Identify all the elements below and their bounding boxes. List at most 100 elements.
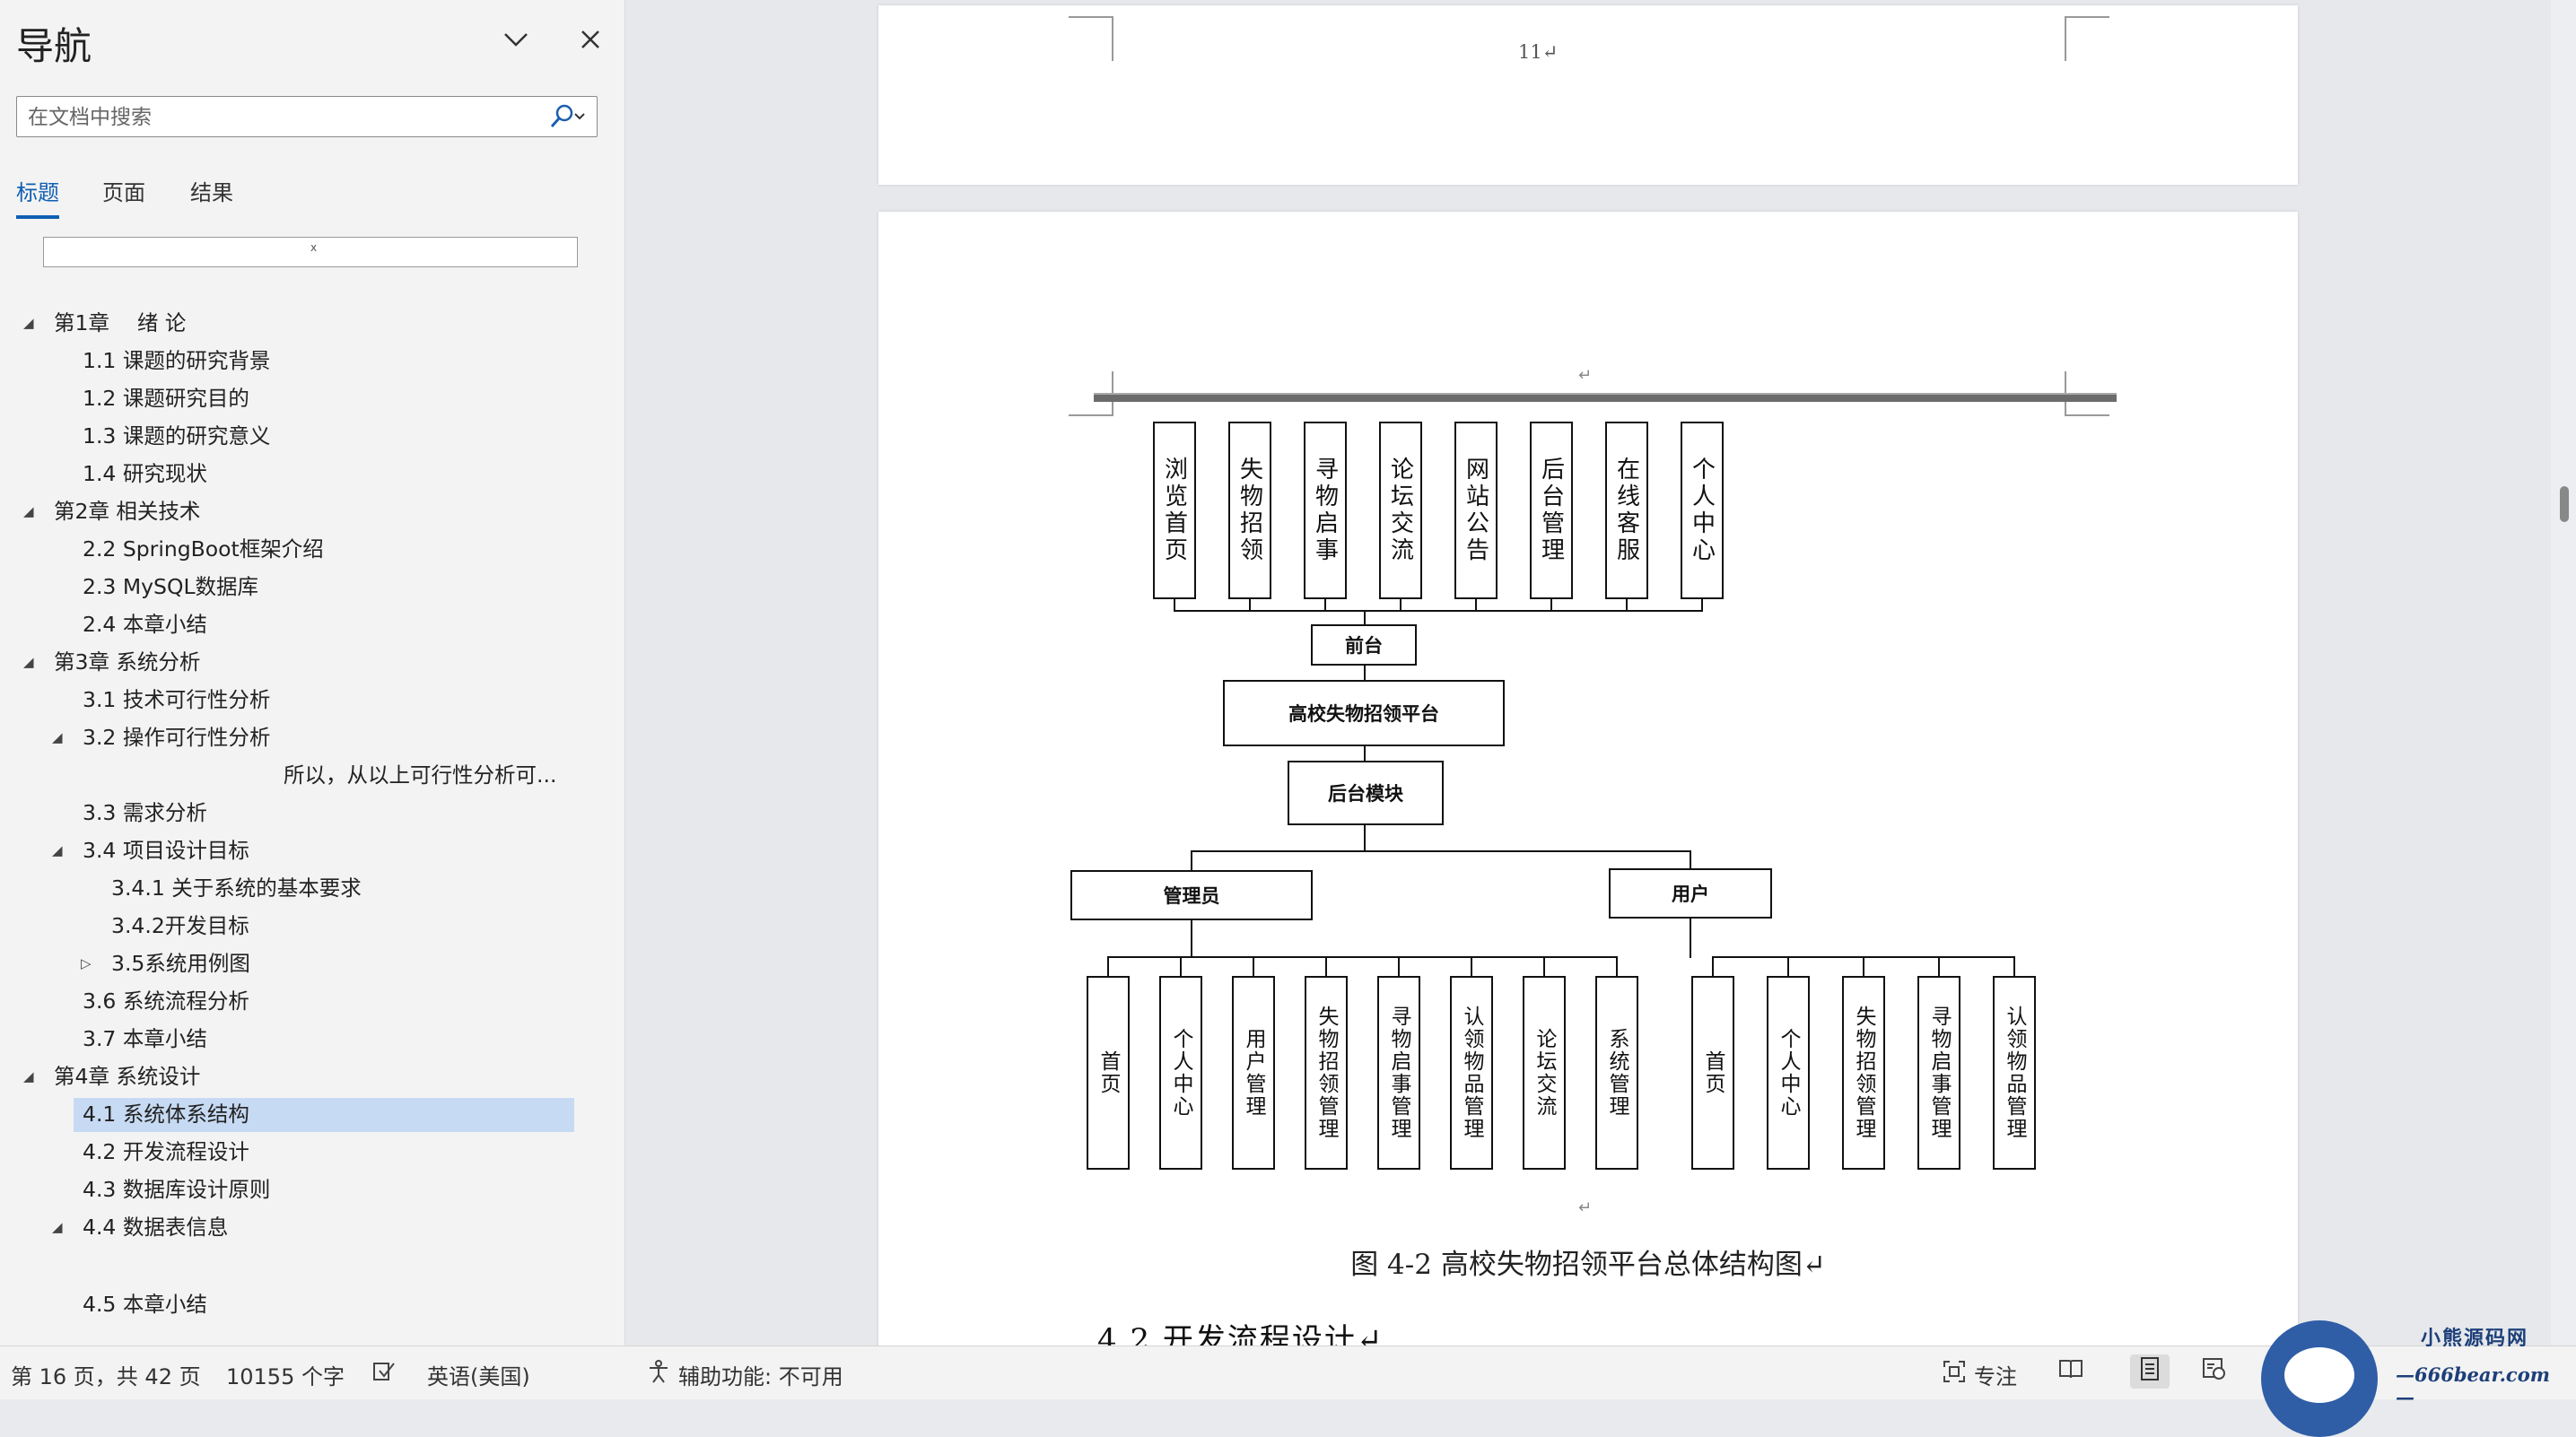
user-module-box: 认领物品管理 (1993, 976, 2036, 1170)
connector-line (1543, 956, 1545, 976)
frontend-box: 前台 (1311, 624, 1417, 666)
accessibility-icon[interactable] (644, 1357, 673, 1386)
accessibility-status[interactable]: 辅助功能: 不可用 (678, 1364, 843, 1389)
heading-tree-item[interactable]: 4.1 系统体系结构 (0, 1096, 625, 1132)
heading-tree-item[interactable]: 4.2 开发流程设计 (0, 1134, 625, 1170)
nav-close-button[interactable] (572, 23, 608, 59)
expand-triangle-icon[interactable]: ◢ (23, 654, 34, 670)
heading-tree-item[interactable]: 4.3 数据库设计原则 (0, 1171, 625, 1207)
expand-triangle-icon[interactable]: ◢ (23, 1068, 34, 1084)
connector-line (1626, 599, 1628, 612)
paragraph-mark: ↵ (1578, 1198, 1593, 1217)
read-mode-button[interactable] (2056, 1357, 2085, 1386)
heading-tree-item[interactable]: 3.3 需求分析 (0, 795, 625, 831)
nav-options-button[interactable] (498, 23, 534, 59)
heading-tree-item[interactable]: ◢3.2 操作可行性分析 (0, 719, 625, 755)
language[interactable]: 英语(美国) (427, 1364, 530, 1389)
heading-tree-item[interactable]: ◢第1章 绪 论 (0, 305, 625, 341)
search-button[interactable] (543, 102, 589, 133)
heading-tree-item[interactable]: ◢第3章 系统分析 (0, 644, 625, 680)
connector-line (1364, 666, 1366, 680)
frontend-module-box: 在线客服 (1605, 422, 1648, 599)
heading-tree-label: 所以，从以上可行性分析可... (284, 762, 557, 788)
print-layout-button[interactable] (2130, 1354, 2170, 1389)
filter-text: x (310, 241, 318, 254)
search-input[interactable] (26, 97, 532, 138)
focus-button[interactable]: 专注 (1974, 1364, 2017, 1389)
document-area[interactable]: 11↵ ↵ 浏览首页失物招领寻物启事论坛交流网站公告后台管理在线客服个人中心前台… (625, 0, 2551, 1346)
tab-pages[interactable]: 页面 (102, 180, 145, 205)
heading-tree-item[interactable]: 3.7 本章小结 (0, 1021, 625, 1057)
connector-line (1191, 920, 1192, 958)
heading-tree-label: 4.5 本章小结 (83, 1292, 207, 1317)
word-count[interactable]: 10155 个字 (226, 1364, 345, 1389)
heading-tree-item[interactable]: 1.4 研究现状 (0, 456, 625, 492)
nav-title: 导航 (16, 24, 92, 68)
heading-tree-label: 3.7 本章小结 (83, 1026, 207, 1051)
web-layout-button[interactable] (2200, 1357, 2229, 1386)
heading-tree-item[interactable]: 1.3 课题的研究意义 (0, 418, 625, 454)
proofing-icon[interactable] (370, 1357, 398, 1386)
page-number: 11↵ (1518, 41, 1559, 63)
heading-tree-item[interactable]: ▷ 3.5系统用例图 (0, 945, 625, 981)
navigation-pane: 导航 标题 页面 结果 x ◢第1章 绪 论1.1 课题的研究背景 1.2 课题研… (0, 0, 625, 1346)
vertical-scrollbar[interactable] (2551, 0, 2576, 1346)
scrollbar-thumb[interactable] (2560, 486, 2569, 522)
heading-tree-label: 4.2 开发流程设计 (83, 1139, 249, 1164)
heading-filter-box[interactable]: x (43, 237, 578, 267)
search-box (16, 96, 598, 138)
admin-module-box: 认领物品管理 (1450, 976, 1493, 1170)
connector-line (1364, 825, 1366, 850)
collapse-triangle-icon[interactable]: ▷ (81, 955, 92, 971)
heading-tree-item[interactable]: 3.4.1 关于系统的基本要求 (0, 870, 625, 906)
connector-line (1475, 599, 1477, 612)
heading-tree-item[interactable]: 2.4 本章小结 (0, 606, 625, 642)
focus-icon[interactable] (1940, 1357, 1969, 1386)
heading-tree-label: 第4章 系统设计 (54, 1064, 201, 1089)
heading-tree-label: 2.3 MySQL数据库 (83, 574, 259, 599)
heading-tree-item[interactable]: ◢3.4 项目设计目标 (0, 832, 625, 868)
heading-tree-item[interactable]: 2.2 SpringBoot框架介绍 (0, 531, 625, 567)
heading-tree-label: 3.6 系统流程分析 (83, 988, 249, 1014)
connector-line (1690, 850, 1691, 868)
bear-logo (2261, 1320, 2378, 1437)
connector-line (1712, 956, 1714, 976)
heading-tree-item[interactable]: 3.4.2开发目标 (0, 908, 625, 944)
heading-tree-label: 1.2 课题研究目的 (83, 386, 249, 411)
page-info[interactable]: 第 16 页，共 42 页 (11, 1364, 201, 1389)
tab-headings[interactable]: 标题 (16, 175, 59, 219)
heading-tree-item[interactable]: ◢第2章 相关技术 (0, 493, 625, 529)
expand-triangle-icon[interactable]: ◢ (52, 842, 63, 858)
heading-tree-item[interactable]: 所以，从以上可行性分析可... (0, 757, 625, 793)
heading-tree-label: 3.4.1 关于系统的基本要求 (111, 875, 362, 901)
user-box: 用户 (1609, 868, 1772, 919)
heading-tree-item[interactable]: 1.1 课题的研究背景 (0, 343, 625, 379)
document-page[interactable]: ↵ 浏览首页失物招领寻物启事论坛交流网站公告后台管理在线客服个人中心前台高校失物… (878, 212, 2298, 1346)
heading-tree-label: 3.5系统用例图 (111, 951, 250, 976)
connector-line (1253, 956, 1254, 976)
heading-tree-item[interactable]: 1.2 课题研究目的 (0, 380, 625, 416)
heading-tree-label: 3.1 技术可行性分析 (83, 687, 271, 712)
expand-triangle-icon[interactable]: ◢ (23, 503, 34, 519)
admin-module-box: 系统管理 (1595, 976, 1638, 1170)
tab-results[interactable]: 结果 (190, 180, 233, 205)
admin-module-box: 失物招领管理 (1305, 976, 1348, 1170)
heading-tree-item[interactable]: 3.6 系统流程分析 (0, 983, 625, 1019)
heading-tree-item[interactable]: ◢ 第4章 系统设计 (0, 1058, 625, 1094)
document-page[interactable]: 11↵ (878, 5, 2298, 185)
heading-tree-item[interactable]: ◢ 4.4 数据表信息 (0, 1209, 625, 1245)
heading-tree-item[interactable]: 4.5 本章小结 (0, 1286, 625, 1322)
admin-module-box: 寻物启事管理 (1377, 976, 1420, 1170)
watermark-logo: 小熊源码网 —666bear.com— (2261, 1311, 2566, 1437)
page-icon (2139, 1356, 2161, 1387)
heading-tree-item[interactable]: 3.1 技术可行性分析 (0, 682, 625, 718)
expand-triangle-icon[interactable]: ◢ (52, 1219, 63, 1235)
heading-tree-label: 4.4 数据表信息 (83, 1215, 229, 1240)
heading-tree-item[interactable]: 2.3 MySQL数据库 (0, 569, 625, 605)
connector-line (1174, 610, 1703, 612)
expand-triangle-icon[interactable]: ◢ (52, 729, 63, 745)
expand-triangle-icon[interactable]: ◢ (23, 315, 34, 331)
watermark-name: 小熊源码网 (2421, 1327, 2529, 1350)
page-corner-mark (1069, 16, 1113, 61)
connector-line (1471, 956, 1472, 976)
